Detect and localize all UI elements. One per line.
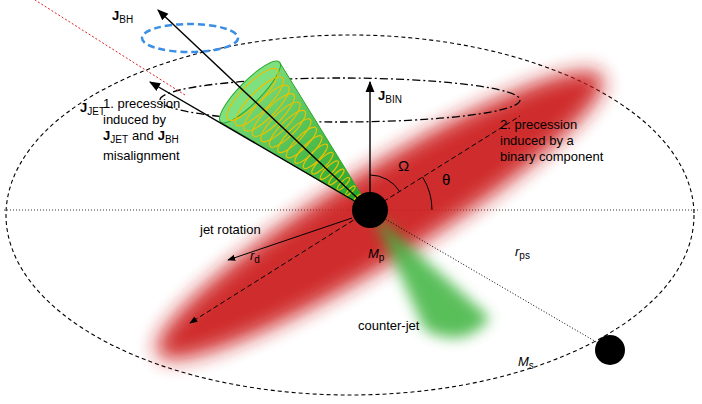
text-group: Ω bbox=[398, 158, 409, 174]
callout-text: and bbox=[132, 128, 154, 143]
momentum-label: J bbox=[80, 100, 87, 115]
subscript: BIN bbox=[385, 94, 402, 105]
subscript: JET bbox=[110, 134, 128, 145]
text-group: counter-jet bbox=[358, 318, 419, 334]
counter-jet-label: counter-jet bbox=[358, 318, 419, 333]
text-group: 2. precession induced by a binary compon… bbox=[500, 117, 612, 165]
bh-spin-arrow bbox=[158, 10, 370, 210]
accretion-disk bbox=[133, 37, 626, 393]
distance-label: r bbox=[250, 248, 254, 263]
disk-radius-arrow bbox=[190, 216, 360, 323]
jet-cone-mouth bbox=[213, 54, 288, 129]
binary-momentum-arrow bbox=[369, 82, 370, 195]
jet-precession-path bbox=[142, 24, 238, 52]
binary-orbit bbox=[6, 35, 694, 395]
jet-spiral bbox=[221, 62, 285, 126]
jet-momentum-arrow bbox=[150, 82, 370, 210]
text-group: Mp bbox=[368, 246, 384, 266]
distance-label: r bbox=[515, 244, 519, 259]
subscript: JET bbox=[87, 106, 105, 117]
mass-label: M bbox=[518, 354, 529, 369]
omega-arc bbox=[370, 175, 400, 192]
angle-label: Ω bbox=[398, 157, 409, 174]
jet-spiral bbox=[247, 89, 300, 142]
text-group: Ms bbox=[518, 354, 534, 374]
mass-label: M bbox=[368, 246, 379, 261]
text-group: rps bbox=[515, 244, 530, 264]
jet-spiral bbox=[283, 124, 321, 162]
precession-path bbox=[160, 78, 520, 122]
theta-arc bbox=[423, 177, 432, 210]
text-group: JBH bbox=[112, 8, 133, 28]
text-group: θ bbox=[442, 172, 450, 188]
momentum-label: J bbox=[158, 128, 165, 143]
momentum-label: J bbox=[103, 128, 110, 143]
text-group: JJET bbox=[80, 100, 105, 120]
jet-spiral bbox=[309, 150, 335, 177]
jet-spiral bbox=[291, 132, 325, 166]
text-group: JBIN bbox=[378, 88, 402, 108]
jet-spiral bbox=[256, 97, 305, 146]
callout-text: 1. precession induced by bbox=[103, 96, 195, 128]
subscript: s bbox=[529, 360, 534, 371]
secondary-mass bbox=[595, 335, 625, 365]
text-group: 1. precession induced byJJETandJBHmisali… bbox=[103, 96, 195, 164]
subscript: BH bbox=[119, 14, 133, 25]
callout-text: misalignment bbox=[103, 148, 180, 163]
subscript: ps bbox=[519, 250, 530, 261]
subscript: p bbox=[379, 252, 385, 263]
subscript: BH bbox=[165, 134, 179, 145]
primary-mass bbox=[352, 192, 388, 228]
callout-text: 2. precession induced by a binary compon… bbox=[500, 117, 612, 165]
angle-label: θ bbox=[442, 171, 450, 188]
momentum-label: J bbox=[112, 8, 119, 23]
text-group: rd bbox=[250, 248, 260, 268]
momentum-label: J bbox=[378, 88, 385, 103]
disk-axis bbox=[370, 116, 520, 210]
text-group: jet rotation bbox=[200, 222, 261, 238]
rotation-label: jet rotation bbox=[200, 222, 261, 237]
subscript: d bbox=[254, 254, 260, 265]
